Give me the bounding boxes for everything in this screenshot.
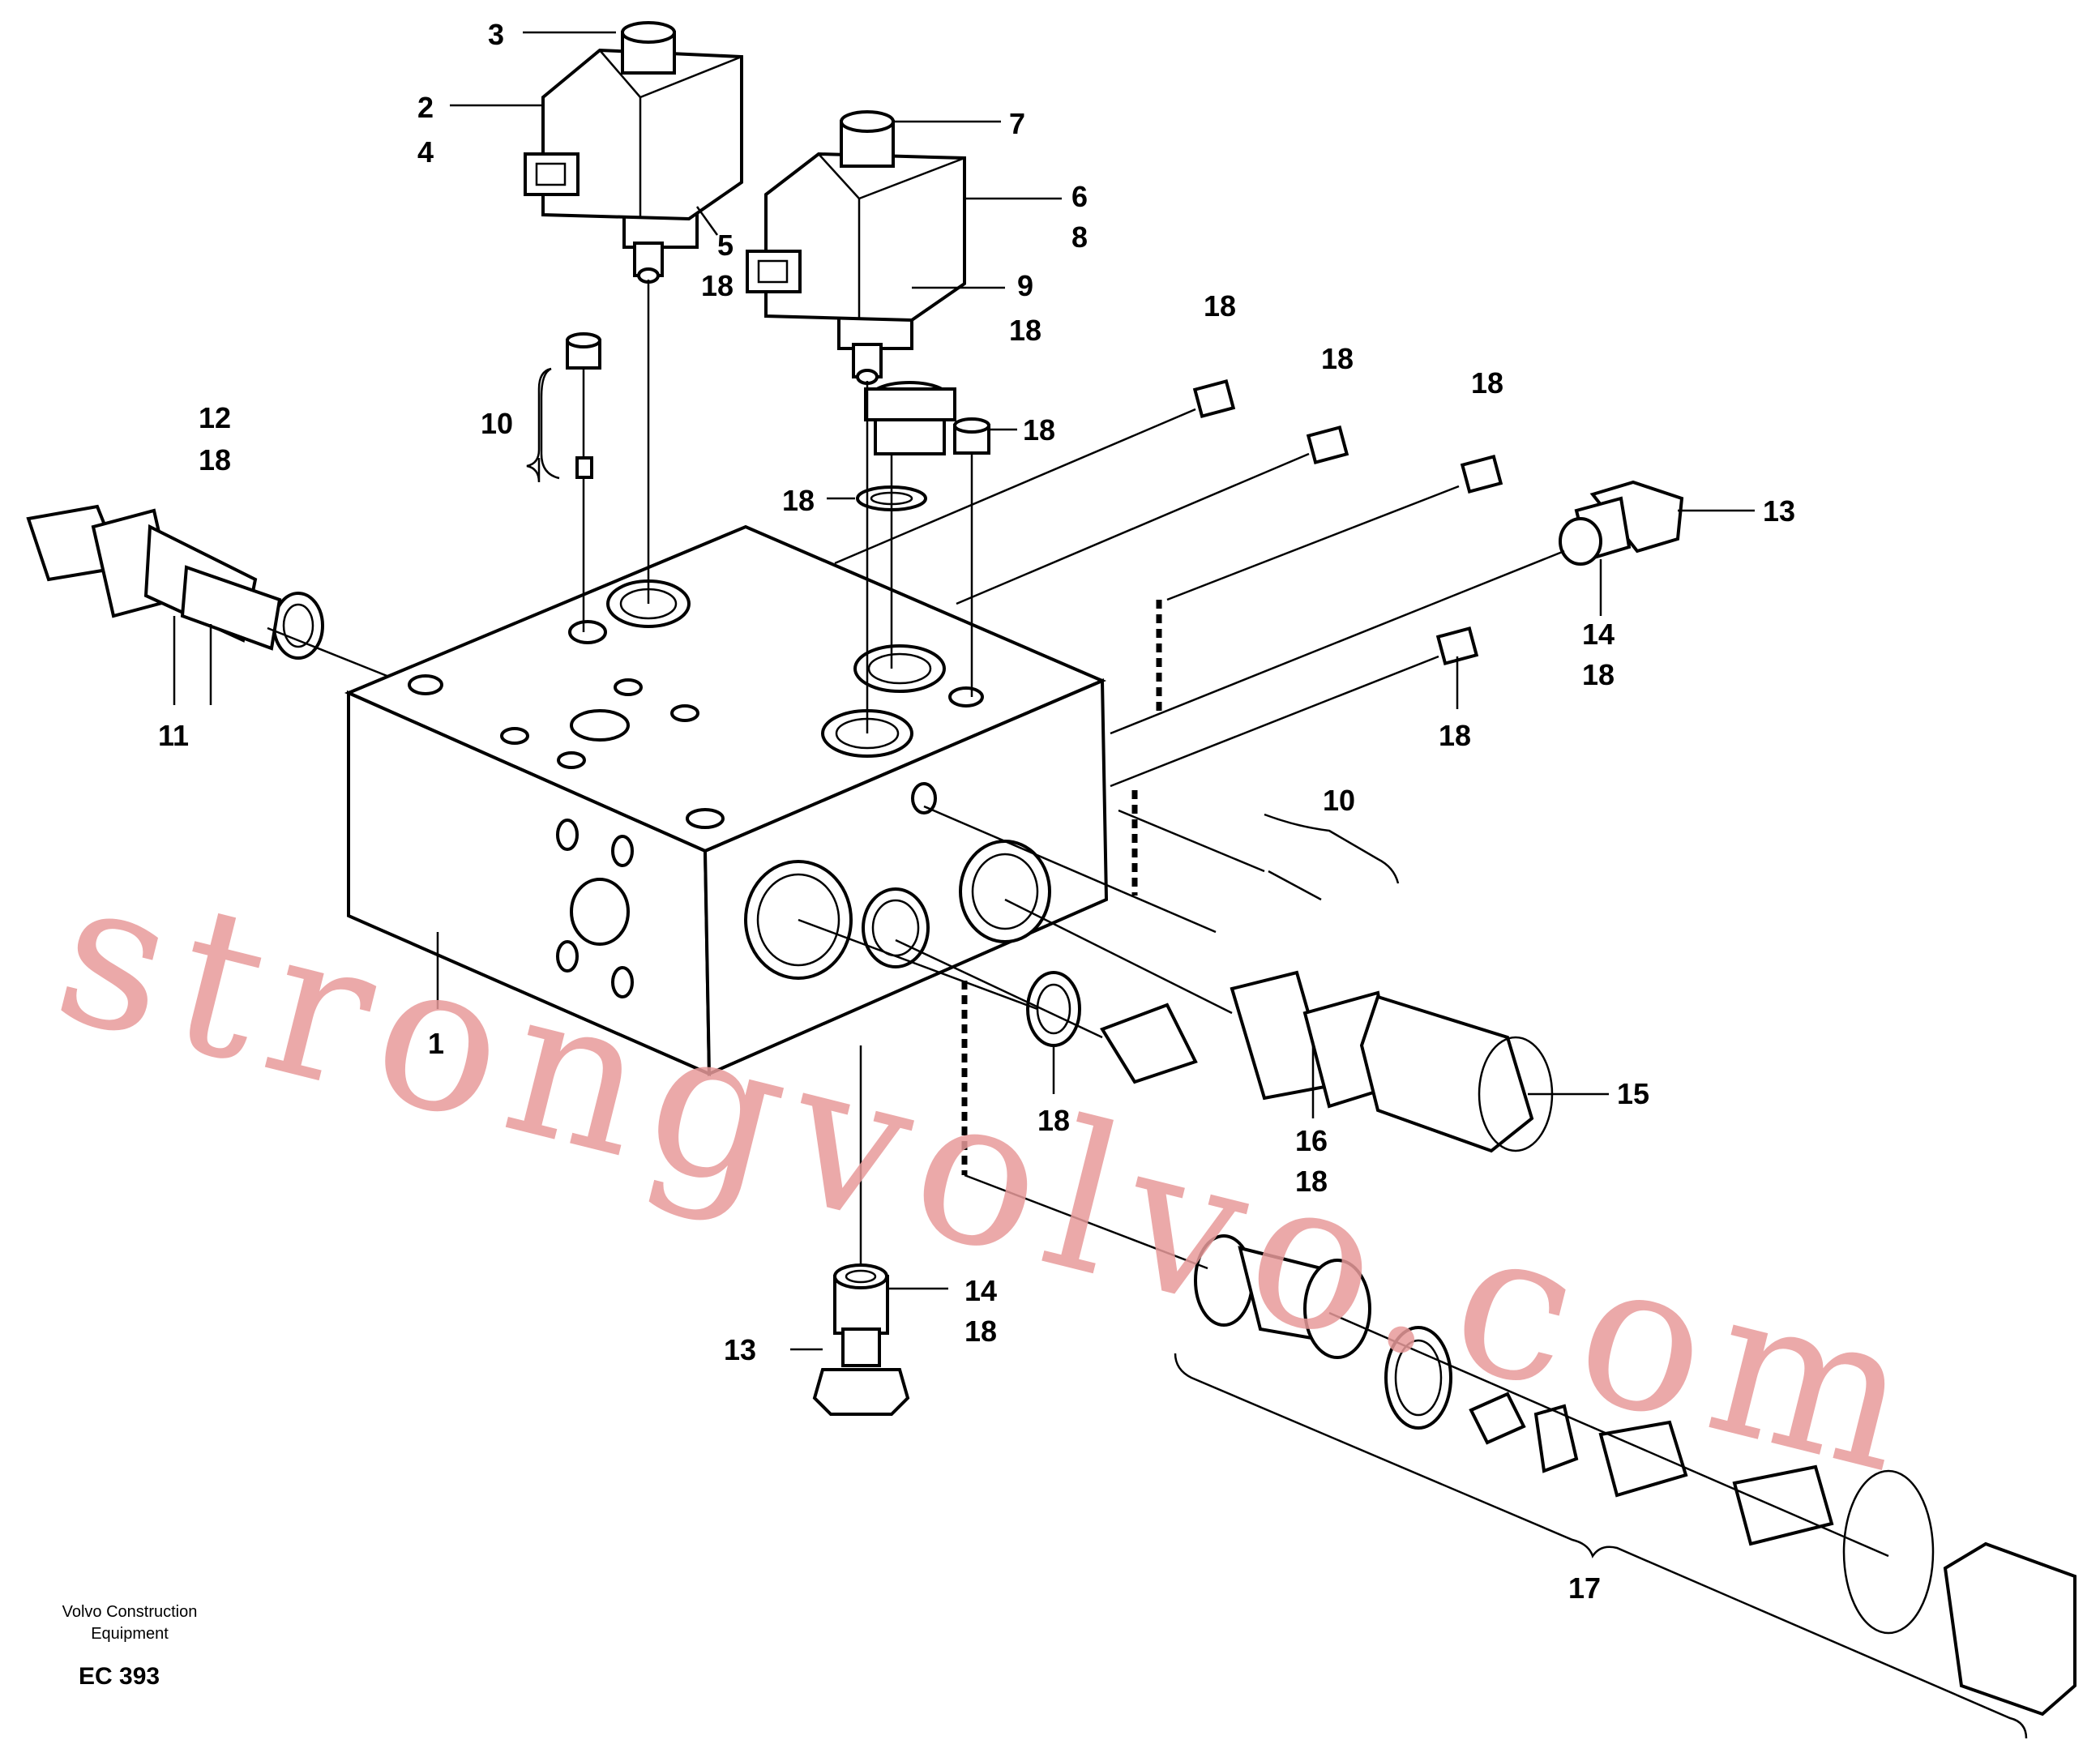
label-10-b: 10 — [1323, 784, 1355, 817]
left-cartridge-valve — [26, 504, 324, 660]
label-18-i: 18 — [1582, 658, 1615, 691]
label-12: 12 — [199, 401, 231, 434]
label-8: 8 — [1071, 220, 1088, 254]
right-valve-parts — [812, 480, 2076, 1716]
label-13-a: 13 — [1763, 494, 1795, 528]
label-18-a: 18 — [701, 269, 734, 302]
solenoid-valve-left — [524, 21, 743, 284]
label-18-m: 18 — [964, 1315, 997, 1348]
label-11: 11 — [158, 719, 189, 752]
label-5: 5 — [717, 229, 734, 262]
label-4: 4 — [417, 135, 434, 169]
label-3: 3 — [488, 18, 504, 51]
label-2: 2 — [417, 91, 434, 124]
label-18-c: 18 — [1204, 289, 1236, 323]
valve-block — [344, 524, 1109, 1077]
label-1: 1 — [428, 1027, 444, 1060]
label-18-h: 18 — [199, 443, 231, 477]
label-14-a: 14 — [1582, 618, 1615, 651]
part-labels: 3 2 4 5 18 7 6 8 9 18 18 18 18 18 18 10 … — [158, 18, 1795, 1605]
small-parts-top — [566, 332, 1503, 666]
label-17: 17 — [1568, 1571, 1601, 1605]
label-18-j: 18 — [1439, 719, 1471, 752]
label-18-k: 18 — [1037, 1104, 1070, 1137]
label-18-l: 18 — [1295, 1165, 1328, 1198]
label-6: 6 — [1071, 180, 1088, 213]
company-name-line1: Volvo Construction — [62, 1603, 198, 1621]
solenoid-coil-2 — [764, 152, 966, 323]
label-18-e: 18 — [1471, 366, 1503, 400]
figure-code: EC 393 — [79, 1663, 160, 1690]
label-18-d: 18 — [1321, 342, 1354, 375]
footer: Volvo Construction Equipment EC 393 — [62, 1603, 198, 1690]
label-9: 9 — [1017, 269, 1033, 302]
label-18-f: 18 — [1023, 413, 1055, 447]
label-18-g: 18 — [782, 484, 815, 517]
company-name-line2: Equipment — [91, 1625, 169, 1643]
label-10-a: 10 — [481, 407, 513, 440]
label-16: 16 — [1295, 1124, 1328, 1157]
connector-plug — [524, 152, 580, 196]
label-18-b: 18 — [1009, 314, 1041, 347]
label-15: 15 — [1617, 1077, 1649, 1110]
label-13-b: 13 — [724, 1333, 756, 1366]
solenoid-valve-right — [746, 110, 966, 385]
leader-lines — [173, 31, 2028, 1739]
label-14-b: 14 — [964, 1274, 997, 1307]
label-7: 7 — [1009, 107, 1025, 140]
